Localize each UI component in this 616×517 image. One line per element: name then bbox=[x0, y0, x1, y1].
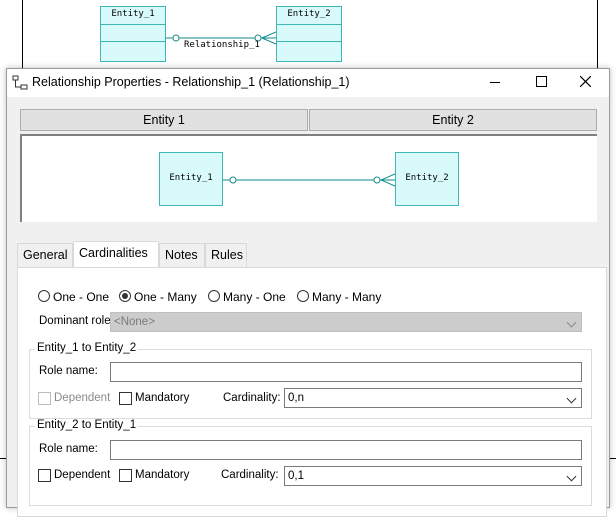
mandatory-label-1[interactable]: Mandatory bbox=[135, 392, 190, 404]
preview-entity-2[interactable]: Entity_2 bbox=[395, 152, 459, 206]
bg-relationship-label: Relationship_1 bbox=[184, 40, 260, 50]
cardinality-value-1: 0,n bbox=[288, 392, 304, 404]
chevron-down-icon bbox=[566, 393, 577, 404]
title-bar[interactable]: Relationship Properties - Relationship_1… bbox=[7, 69, 609, 97]
relationship-properties-dialog: Relationship Properties - Relationship_1… bbox=[6, 68, 610, 517]
diagram-edge-right bbox=[610, 458, 616, 459]
maximize-button[interactable] bbox=[519, 69, 563, 97]
dominant-role-label: Dominant role: bbox=[39, 315, 114, 327]
tab-rules[interactable]: Rules bbox=[205, 243, 247, 267]
tab-cardinalities[interactable]: Cardinalities bbox=[73, 241, 159, 267]
cardinality-label-1: Cardinality: bbox=[223, 392, 281, 404]
bg-entity-1-sep-2 bbox=[101, 41, 165, 42]
relationship-preview: Entity_1 Entity_2 bbox=[20, 134, 597, 222]
tab-general[interactable]: General bbox=[17, 243, 73, 267]
preview-relationship-link[interactable] bbox=[223, 172, 395, 188]
radio-many-one[interactable] bbox=[208, 290, 220, 302]
group-entity2-to-entity1-title: Entity_2 to Entity_1 bbox=[35, 419, 139, 431]
radio-one-many[interactable] bbox=[119, 290, 131, 302]
bg-entity-2-name: Entity_2 bbox=[287, 9, 331, 19]
dominant-role-select: <None> bbox=[110, 312, 582, 332]
cardinality-label-2: Cardinality: bbox=[221, 469, 279, 481]
maximize-icon bbox=[536, 76, 547, 87]
dependent-checkbox-1 bbox=[38, 392, 51, 405]
preview-entity-2-name: Entity_2 bbox=[405, 173, 449, 183]
role-name-label-2: Role name: bbox=[39, 443, 98, 455]
dominant-role-value: <None> bbox=[114, 316, 155, 328]
preview-entity-1-name: Entity_1 bbox=[169, 173, 213, 183]
radio-one-one[interactable] bbox=[38, 290, 50, 302]
diagram-border-right bbox=[597, 0, 598, 68]
bg-entity-2-sep-1 bbox=[277, 24, 341, 25]
tab-notes[interactable]: Notes bbox=[159, 243, 205, 267]
dialog-title: Relationship Properties - Relationship_1… bbox=[32, 75, 350, 89]
minimize-button[interactable] bbox=[473, 69, 517, 97]
radio-many-many-label[interactable]: Many - Many bbox=[312, 290, 382, 304]
dependent-label-2[interactable]: Dependent bbox=[54, 469, 111, 481]
close-icon bbox=[580, 76, 591, 87]
radio-many-one-label[interactable]: Many - One bbox=[223, 290, 286, 304]
cardinalities-panel: One - One One - Many Many - One Many - M… bbox=[17, 267, 607, 517]
mandatory-label-2[interactable]: Mandatory bbox=[135, 469, 190, 481]
bg-entity-2-sep-2 bbox=[277, 41, 341, 42]
radio-one-many-label[interactable]: One - Many bbox=[134, 290, 197, 304]
cardinality-value-2: 0,1 bbox=[288, 470, 304, 482]
chevron-down-icon bbox=[566, 471, 577, 482]
role-name-input-2[interactable] bbox=[110, 440, 582, 460]
group-entity1-to-entity2-title: Entity_1 to Entity_2 bbox=[35, 342, 139, 354]
mandatory-checkbox-2[interactable] bbox=[119, 469, 132, 482]
role-name-input-1[interactable] bbox=[110, 362, 582, 382]
diagram-border-left bbox=[22, 0, 23, 68]
radio-one-one-label[interactable]: One - One bbox=[53, 290, 110, 304]
bg-entity-2[interactable]: Entity_2 bbox=[276, 6, 342, 62]
group-entity1-to-entity2 bbox=[29, 349, 592, 419]
mandatory-checkbox-1[interactable] bbox=[119, 392, 132, 405]
entity-2-header-button[interactable]: Entity 2 bbox=[309, 109, 597, 131]
preview-entity-1[interactable]: Entity_1 bbox=[159, 152, 223, 206]
chevron-down-icon bbox=[566, 317, 577, 328]
bg-entity-1-sep-1 bbox=[101, 24, 165, 25]
radio-many-many[interactable] bbox=[297, 290, 309, 302]
role-name-label-1: Role name: bbox=[39, 365, 98, 377]
cardinality-select-1[interactable]: 0,n bbox=[284, 388, 582, 408]
entity-1-header-button[interactable]: Entity 1 bbox=[20, 109, 308, 131]
relationship-icon bbox=[12, 75, 28, 90]
close-button[interactable] bbox=[563, 69, 607, 97]
minimize-icon bbox=[490, 82, 500, 83]
dependent-checkbox-2[interactable] bbox=[38, 469, 51, 482]
dependent-label-1: Dependent bbox=[54, 392, 111, 404]
bg-relationship-link[interactable] bbox=[166, 30, 276, 46]
bg-entity-1[interactable]: Entity_1 bbox=[100, 6, 166, 62]
diagram-edge-left bbox=[0, 458, 6, 459]
bg-entity-1-name: Entity_1 bbox=[111, 9, 155, 19]
cardinality-select-2[interactable]: 0,1 bbox=[284, 466, 582, 486]
